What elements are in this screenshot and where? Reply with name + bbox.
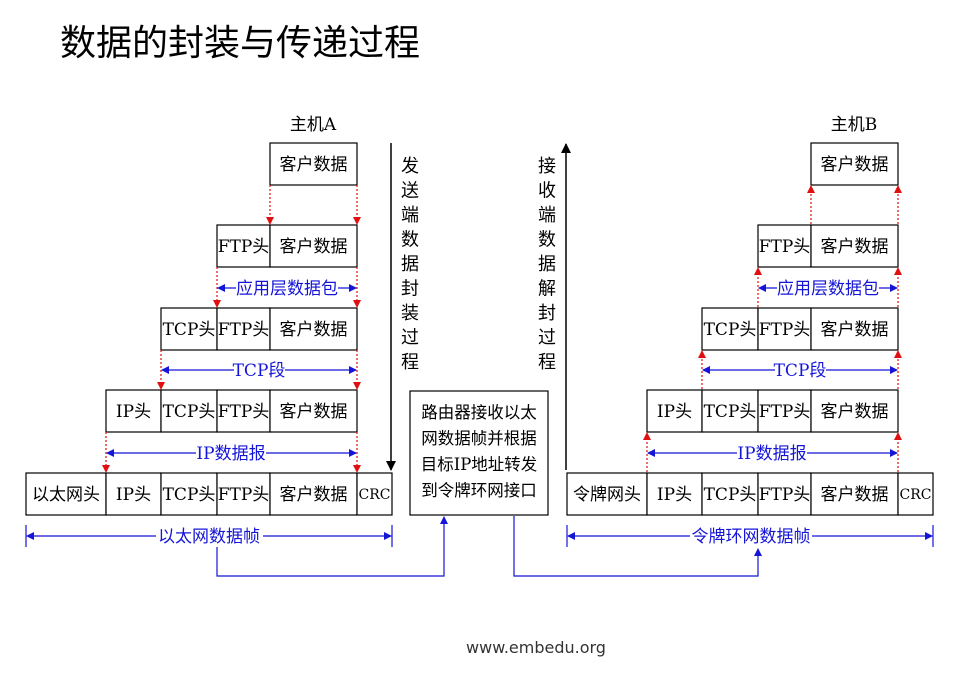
a2-ftp-cell (216, 224, 271, 268)
a3-ftp-label: FTP头 (218, 320, 270, 340)
a5-crc-cell (356, 472, 393, 516)
b4-data-cell (810, 389, 899, 433)
a3-tcp-label: TCP头 (163, 320, 216, 340)
b4-ftp-cell (757, 389, 812, 433)
b5-data-cell (810, 472, 899, 516)
b-app-dim-label: 应用层数据包 (777, 279, 879, 299)
b2-data-label: 客户数据 (821, 237, 889, 257)
router-line-2: 网数据帧并根据 (421, 429, 537, 448)
b4-ip-label: IP头 (657, 402, 692, 422)
router-line-3: 目标IP地址转发 (421, 455, 538, 474)
b3-tcp-label: TCP头 (704, 320, 757, 340)
b2-ftp-cell (757, 224, 812, 268)
a4-ftp-label: FTP头 (218, 402, 270, 422)
b3-tcp-cell (701, 307, 759, 351)
a5-tcp-label: TCP头 (163, 485, 216, 505)
a5-ftp-label: FTP头 (218, 485, 270, 505)
b3-data-label: 客户数据 (821, 320, 889, 340)
a5-eth-label: 以太网头 (32, 485, 100, 505)
b3-ftp-label: FTP头 (759, 320, 811, 340)
b5-tcp-label: TCP头 (704, 485, 757, 505)
a2-ftp-label: FTP头 (218, 237, 270, 257)
b5-token-label: 令牌网头 (573, 485, 641, 505)
router-line-1: 路由器接收以太 (421, 403, 537, 422)
a3-data-cell (269, 307, 358, 351)
b4-data-label: 客户数据 (821, 402, 889, 422)
b5-ftp-cell (757, 472, 812, 516)
page-title: 数据的封装与传递过程 (60, 23, 420, 64)
a4-tcp-label: TCP头 (163, 402, 216, 422)
a5-crc-label: CRC (359, 487, 391, 503)
router-line-4: 到令牌环网接口 (421, 481, 537, 500)
flow-a-to-router (216, 516, 448, 577)
b1-data-label: 客户数据 (821, 155, 889, 175)
b3-data-cell (810, 307, 899, 351)
b5-crc-cell (897, 472, 934, 516)
b4-ip-cell (646, 389, 703, 433)
a3-ftp-cell (216, 307, 271, 351)
a2-data-label: 客户数据 (280, 237, 348, 257)
a4-ip-label: IP头 (116, 402, 151, 422)
b5-ip-cell (646, 472, 703, 516)
a4-data-label: 客户数据 (280, 402, 348, 422)
a5-tcp-cell (160, 472, 218, 516)
a5-data-label: 客户数据 (280, 485, 348, 505)
b5-ip-label: IP头 (657, 485, 692, 505)
b1-data-cell (810, 142, 899, 186)
a4-ip-cell (105, 389, 162, 433)
a4-ftp-cell (216, 389, 271, 433)
flow-router-to-b (513, 516, 762, 577)
a5-ip-cell (105, 472, 162, 516)
b2-data-cell (810, 224, 899, 268)
a1-data-label: 客户数据 (280, 155, 348, 175)
a4-tcp-cell (160, 389, 218, 433)
host-b-label: 主机B (831, 115, 878, 135)
b5-data-label: 客户数据 (821, 485, 889, 505)
send-process-label: 发送端数据封装过程 (401, 156, 419, 373)
host-a-label: 主机A (290, 115, 337, 135)
a5-ip-label: IP头 (116, 485, 151, 505)
a-app-dim-label: 应用层数据包 (236, 279, 338, 299)
a3-data-label: 客户数据 (280, 320, 348, 340)
footer-url: www.embedu.org (466, 638, 606, 657)
a2-data-cell (269, 224, 358, 268)
b-ip-dim-label: IP数据报 (737, 444, 806, 464)
recv-process-label: 接收端数据解封过程 (538, 156, 556, 373)
b4-tcp-label: TCP头 (704, 402, 757, 422)
a1-data-cell (269, 142, 358, 186)
a4-data-cell (269, 389, 358, 433)
b3-ftp-cell (757, 307, 812, 351)
a-frame-dim-label: 以太网数据帧 (158, 527, 260, 547)
b-frame-dim-label: 令牌环网数据帧 (692, 527, 811, 547)
router-box (409, 390, 549, 516)
b-tcp-dim-label: TCP段 (774, 361, 827, 381)
b2-ftp-label: FTP头 (759, 237, 811, 257)
a-tcp-dim-label: TCP段 (233, 361, 286, 381)
b5-ftp-label: FTP头 (759, 485, 811, 505)
b4-tcp-cell (701, 389, 759, 433)
b4-ftp-label: FTP头 (759, 402, 811, 422)
b5-crc-label: CRC (900, 487, 932, 503)
a-ip-dim-label: IP数据报 (196, 444, 265, 464)
a5-ftp-cell (216, 472, 271, 516)
